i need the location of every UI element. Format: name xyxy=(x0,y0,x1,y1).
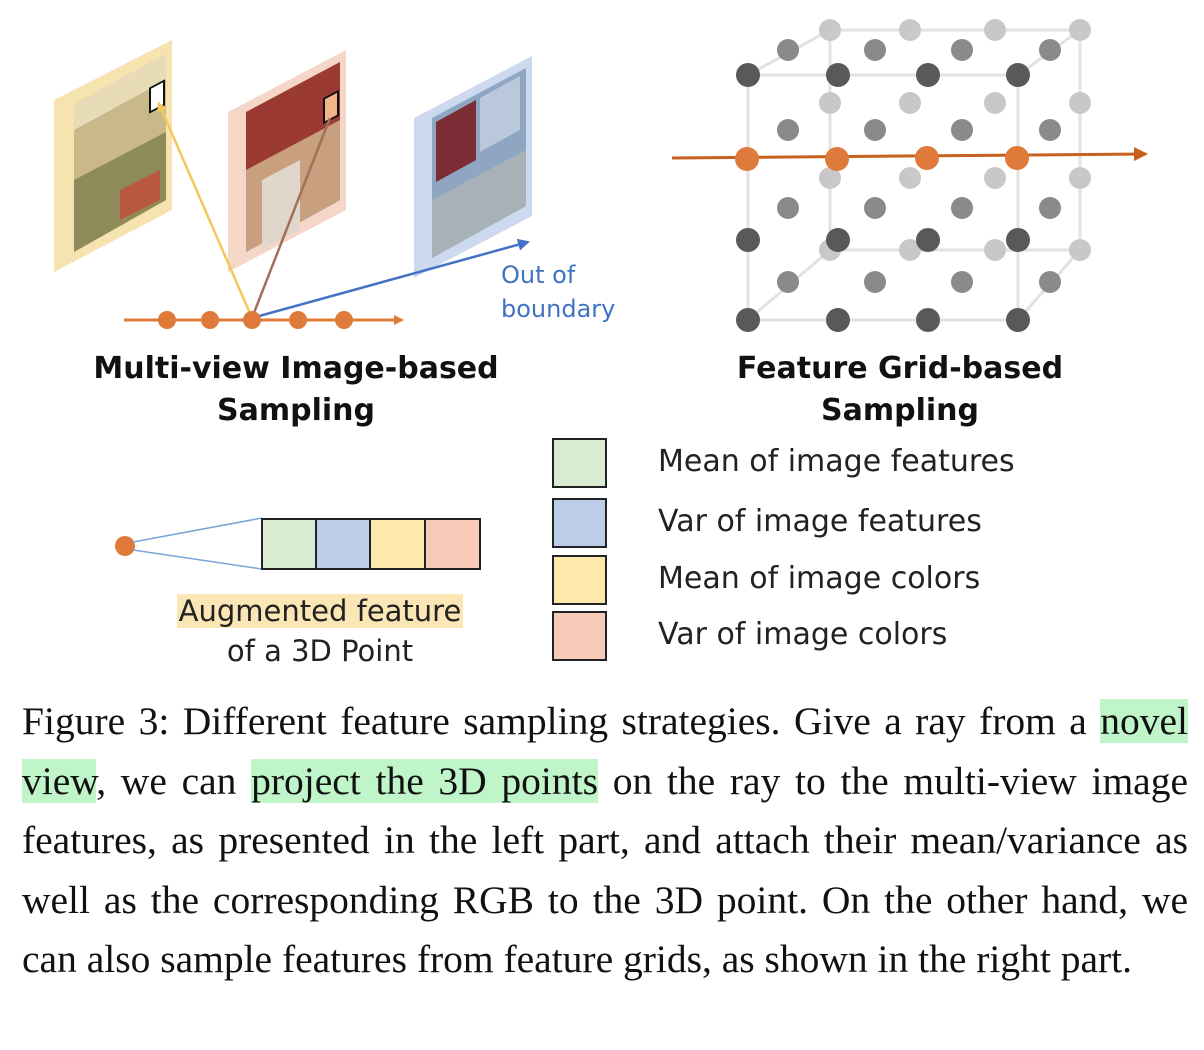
ray-point xyxy=(158,311,176,329)
legend-label-var-features: Var of image features xyxy=(658,504,982,539)
caption-highlight-project: project the 3D points xyxy=(251,758,598,803)
ray-point xyxy=(335,311,353,329)
ray-point xyxy=(201,311,219,329)
feature-cell-var-colors xyxy=(424,518,481,570)
grid-dot xyxy=(951,119,973,141)
grid-dot xyxy=(984,19,1006,41)
grid-dot xyxy=(916,228,940,252)
image-plane-red xyxy=(228,50,346,272)
out-of-boundary-line1: Out of xyxy=(501,261,576,289)
ray-point xyxy=(243,311,261,329)
legend-swatch xyxy=(552,438,607,488)
grid-dot xyxy=(777,197,799,219)
augmented-label-line2: of a 3D Point xyxy=(226,634,414,668)
grid-ray-point xyxy=(1005,146,1029,170)
grid-dot xyxy=(1006,63,1030,87)
grid-ray-point xyxy=(915,146,939,170)
grid-dot xyxy=(899,167,921,189)
grid-dot xyxy=(826,308,850,332)
grid-dot xyxy=(899,92,921,114)
grid-dot xyxy=(819,167,841,189)
grid-dot xyxy=(777,271,799,293)
grid-dot xyxy=(1006,228,1030,252)
caption-text: on the ray to the multi-view image featu… xyxy=(22,758,1188,982)
feature-cell-mean-features xyxy=(261,518,317,570)
grid-dot xyxy=(984,92,1006,114)
grid-dot xyxy=(864,271,886,293)
left-title-line1: Multi-view Image-based xyxy=(93,351,499,386)
figure-illustration xyxy=(54,19,1148,661)
left-title-line2: Sampling xyxy=(217,393,375,428)
grid-dot xyxy=(736,228,760,252)
augmented-connector xyxy=(132,517,263,543)
grid-dot xyxy=(1039,119,1061,141)
grid-dot xyxy=(826,63,850,87)
legend-label-mean-features: Mean of image features xyxy=(658,444,1015,479)
figure-caption: Figure 3: Different feature sampling str… xyxy=(22,692,1188,990)
grid-dot xyxy=(1069,19,1091,41)
grid-dot xyxy=(777,119,799,141)
grid-dot xyxy=(864,39,886,61)
grid-dot xyxy=(951,39,973,61)
legend-swatch xyxy=(552,498,607,548)
grid-dot xyxy=(1039,39,1061,61)
grid-dot xyxy=(899,19,921,41)
grid-ray-point xyxy=(735,147,759,171)
augmented-feature-label: Augmented feature of a 3D Point xyxy=(140,591,500,671)
augmented-label-line1: Augmented feature xyxy=(176,594,464,628)
grid-dot xyxy=(951,197,973,219)
legend-label-var-colors: Var of image colors xyxy=(658,617,948,652)
left-panel-title: Multi-view Image-based Sampling xyxy=(70,348,522,432)
grid-dot xyxy=(916,308,940,332)
feature-cell-var-features xyxy=(315,518,371,570)
augmented-point xyxy=(115,536,135,556)
grid-dot xyxy=(819,92,841,114)
caption-text: , we can xyxy=(96,758,252,803)
feature-grid-dots xyxy=(736,19,1091,332)
right-title-line1: Feature Grid-based xyxy=(736,351,1064,386)
augmented-connector xyxy=(132,549,263,570)
legend-label-mean-colors: Mean of image colors xyxy=(658,561,981,596)
grid-dot xyxy=(736,63,760,87)
grid-dot xyxy=(1069,239,1091,261)
grid-dot xyxy=(951,271,973,293)
grid-dot xyxy=(1069,167,1091,189)
feature-grid-cube xyxy=(746,28,1082,322)
grid-dot xyxy=(984,239,1006,261)
grid-dot xyxy=(736,308,760,332)
projection-line-red xyxy=(250,117,332,319)
ray-point xyxy=(289,311,307,329)
feature-cell-mean-colors xyxy=(369,518,426,570)
right-panel-title: Feature Grid-based Sampling xyxy=(700,348,1100,432)
grid-dot xyxy=(777,39,799,61)
grid-dot xyxy=(984,167,1006,189)
right-title-line2: Sampling xyxy=(821,393,979,428)
projection-line-yellow xyxy=(157,101,254,319)
grid-dot xyxy=(826,228,850,252)
sample-pixel-red xyxy=(323,89,339,125)
grid-ray-point xyxy=(825,147,849,171)
grid-dot xyxy=(916,63,940,87)
legend-swatch xyxy=(552,611,607,661)
grid-dot xyxy=(819,19,841,41)
legend-swatch xyxy=(552,555,607,605)
grid-dot xyxy=(899,239,921,261)
grid-dot xyxy=(1006,308,1030,332)
grid-dot xyxy=(1039,271,1061,293)
out-of-boundary-label: Out of boundary xyxy=(501,258,615,326)
image-plane-yellow xyxy=(54,40,172,272)
grid-dot xyxy=(1039,197,1061,219)
grid-dot xyxy=(864,119,886,141)
image-plane-blue xyxy=(414,56,532,278)
out-of-boundary-line2: boundary xyxy=(501,295,616,323)
grid-dot xyxy=(864,197,886,219)
out-of-boundary-arrow xyxy=(251,238,530,320)
caption-text: Figure 3: Different feature sampling str… xyxy=(22,699,1101,743)
grid-dot xyxy=(1069,92,1091,114)
